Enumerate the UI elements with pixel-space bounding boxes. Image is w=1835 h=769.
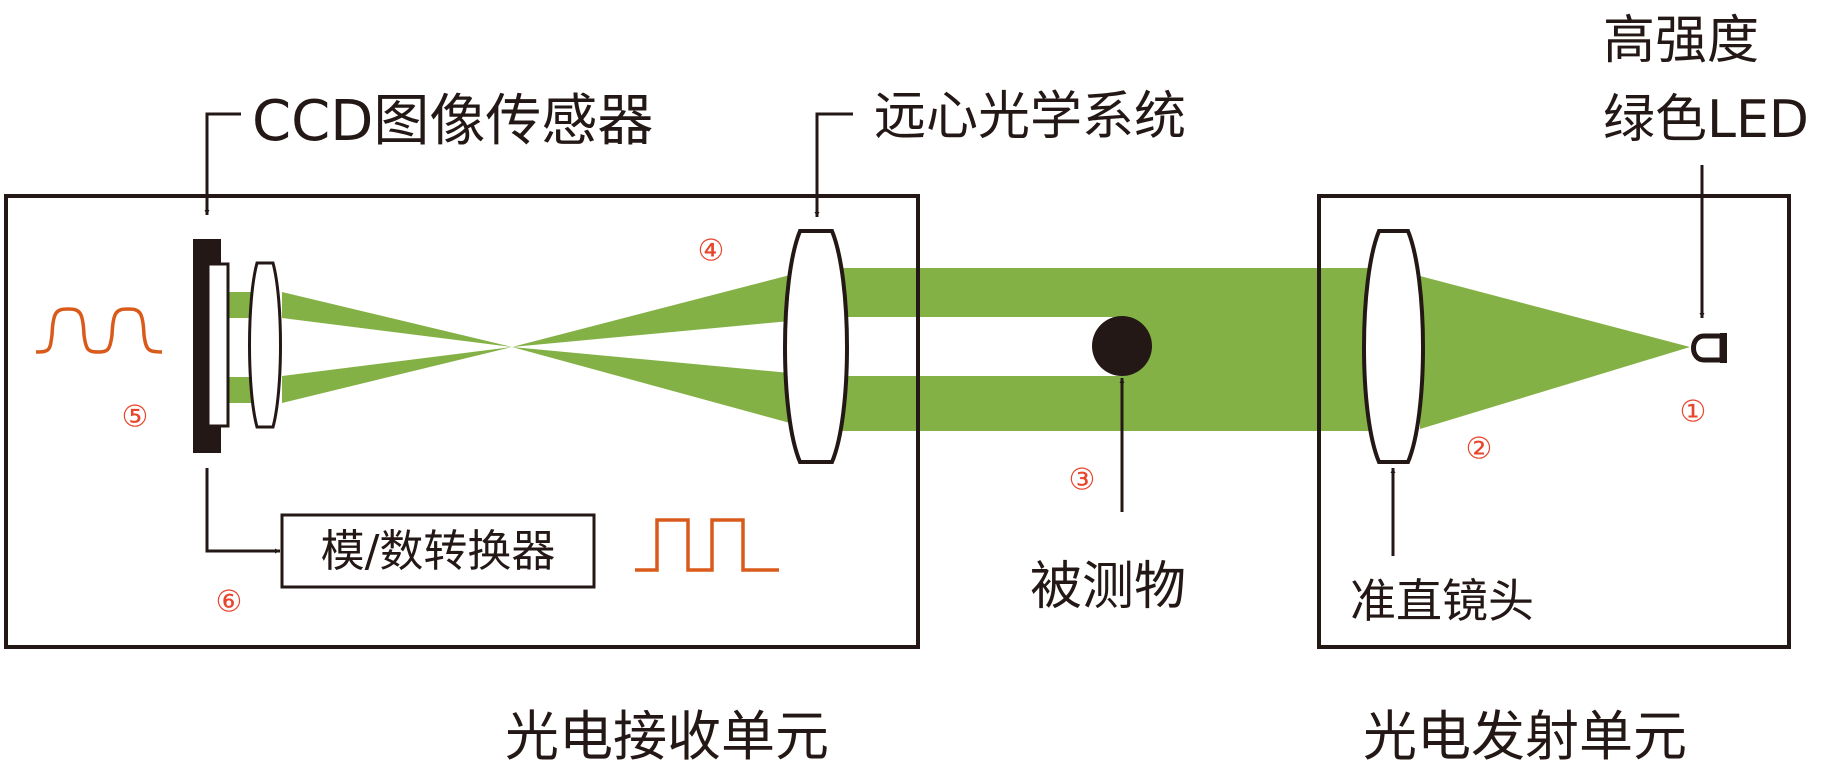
ccd-leader-arrow xyxy=(204,112,241,215)
emitter-unit-label: 光电发射单元 xyxy=(1363,705,1687,768)
measured-object xyxy=(1092,316,1152,376)
collimator-label: 准直镜头 xyxy=(1350,574,1534,628)
receiver-unit-label: 光电接收单元 xyxy=(505,705,829,768)
diverging-led-beam xyxy=(1420,276,1690,429)
beam-upper-right xyxy=(512,275,790,347)
beam-lower-left xyxy=(282,347,512,403)
marker-1: ① xyxy=(1680,395,1707,430)
marker-3: ③ xyxy=(1069,463,1096,498)
marker-4: ④ xyxy=(698,234,725,269)
light-beam xyxy=(228,268,1690,431)
beam-lower-right xyxy=(512,347,790,423)
receiver-unit-box xyxy=(4,194,920,649)
digital-waveform xyxy=(635,518,779,572)
telecentric-optics-label: 远心光学系统 xyxy=(874,87,1186,147)
marker-2: ② xyxy=(1466,432,1493,467)
marker-6: ⑥ xyxy=(216,585,243,620)
collimator-lens xyxy=(1362,229,1425,464)
analog-waveform xyxy=(35,307,163,354)
adc-label: 模/数转换器 xyxy=(321,526,556,577)
object-label: 被测物 xyxy=(1030,557,1186,617)
ccd-sensor-label: CCD图像传感器 xyxy=(252,89,653,154)
sensor-to-adc-arrow xyxy=(205,468,280,554)
emitter-unit-box xyxy=(1317,194,1791,649)
ccd-sensor-window xyxy=(206,262,230,428)
led-label-line2: 绿色LED xyxy=(1603,90,1809,150)
marker-5: ⑤ xyxy=(122,400,149,435)
beam-upper-left xyxy=(282,292,512,347)
adc-box xyxy=(280,513,596,589)
telecentric-lens xyxy=(783,229,849,464)
shadow-region xyxy=(840,317,1125,376)
telecentric-leader-arrow xyxy=(814,112,853,217)
led-icon xyxy=(1691,333,1727,363)
led-label-line1: 高强度 xyxy=(1603,11,1759,71)
sensor-lens xyxy=(248,261,282,429)
